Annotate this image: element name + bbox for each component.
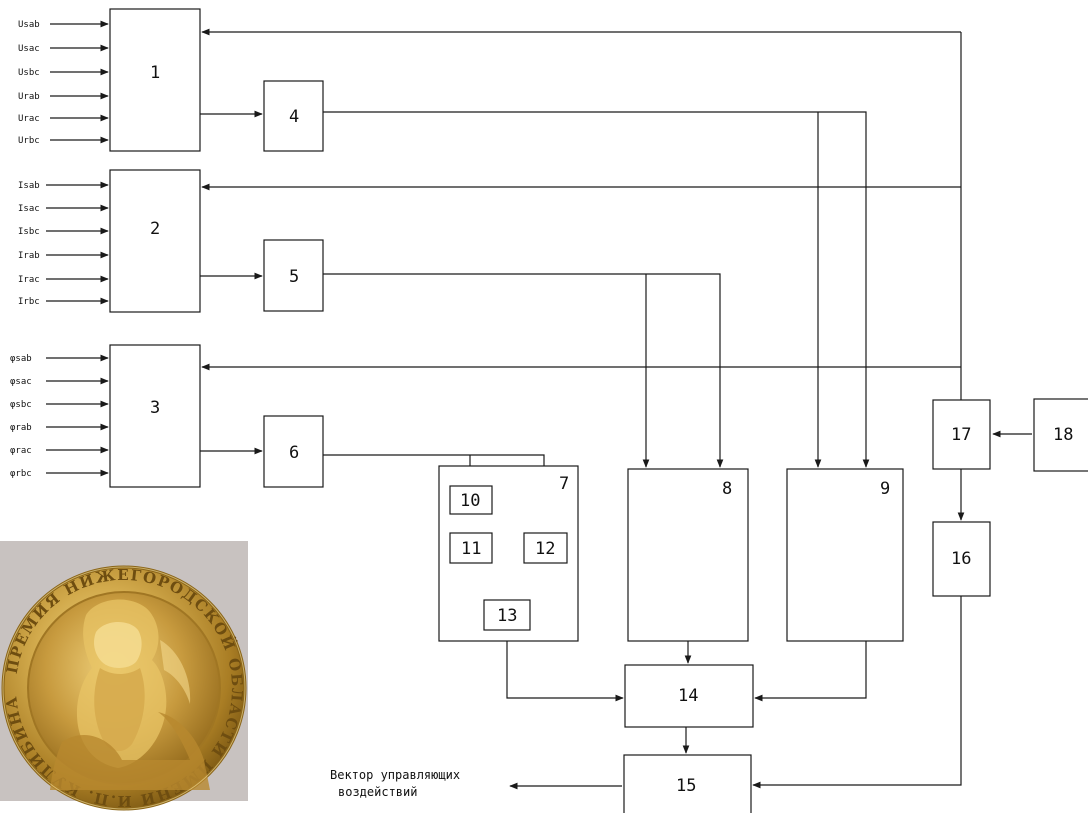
block-18-label: 18	[1053, 425, 1073, 445]
input-label: Isac	[18, 204, 40, 214]
block-4-box	[263, 80, 324, 152]
block-16-label: 16	[951, 549, 971, 569]
input-label: Usab	[18, 20, 40, 30]
output-caption-line2: воздействий	[338, 785, 417, 799]
block-18-box	[1033, 398, 1088, 472]
arrow-4-to-9a	[323, 111, 870, 468]
connections	[200, 28, 1032, 790]
block-1-label: 1	[150, 63, 160, 83]
block-13-box	[483, 599, 531, 631]
block-9-label: 9	[880, 479, 890, 499]
block-15-box	[623, 754, 752, 813]
block-3: 3	[109, 344, 201, 488]
block-16: 16	[932, 521, 991, 597]
block-6: 6	[263, 415, 324, 488]
block-13: 13	[483, 599, 531, 631]
block-10-box	[449, 485, 493, 515]
block-11-box	[449, 532, 493, 564]
block-11-label: 11	[461, 539, 481, 559]
input-label: Irac	[18, 275, 40, 285]
medal-portrait	[50, 599, 210, 790]
block-17: 17	[932, 399, 991, 470]
block2-inputs: Isab Isac Isbc Irab Irac Irbc	[18, 181, 109, 307]
block-15: 15	[623, 754, 752, 813]
block-3-box	[109, 344, 201, 488]
input-label: Isbc	[18, 227, 40, 237]
input-label: Isab	[18, 181, 40, 191]
block1-inputs: Usab Usac Usbc Urab Urac Urbc	[18, 20, 109, 146]
input-label: φsab	[10, 354, 32, 364]
arrow-13-to-14	[506, 630, 624, 702]
input-label: Irbc	[18, 297, 40, 307]
input-label: φrab	[10, 423, 32, 433]
block3-inputs: φsab φsac φsbc φrab φrac φrbc	[10, 354, 109, 479]
block-11: 11	[449, 532, 493, 564]
input-label: Urab	[18, 92, 40, 102]
input-label: φrbc	[10, 469, 32, 479]
output-caption-line1: Вектор управляющих	[330, 768, 460, 782]
input-label: Urbc	[18, 136, 40, 146]
block-15-label: 15	[676, 776, 696, 796]
block-13-label: 13	[497, 606, 517, 626]
block-1-box	[109, 8, 201, 152]
input-label: Usbc	[18, 68, 40, 78]
block-17-box	[932, 399, 991, 470]
input-label: φsbc	[10, 400, 32, 410]
block-14: 14	[624, 664, 754, 728]
block-14-box	[624, 664, 754, 728]
input-label: φsac	[10, 377, 32, 387]
input-label: φrac	[10, 446, 32, 456]
block-8: 8	[627, 468, 749, 642]
input-label: Irab	[18, 251, 40, 261]
block-5: 5	[263, 239, 324, 312]
block-18: 18	[1033, 398, 1088, 472]
block-6-label: 6	[289, 443, 299, 463]
block-4: 4	[263, 80, 324, 152]
block-8-box	[627, 468, 749, 642]
block-5-label: 5	[289, 267, 299, 287]
block-12-box	[523, 532, 568, 564]
block-9-box	[786, 468, 904, 642]
block-16-box	[932, 521, 991, 597]
block-2-box	[109, 169, 201, 313]
block-2: 2	[109, 169, 201, 313]
block-14-label: 14	[678, 686, 698, 706]
block-10: 10	[449, 485, 493, 515]
block-12-label: 12	[535, 539, 555, 559]
block-2-label: 2	[150, 219, 160, 239]
block-5-box	[263, 239, 324, 312]
block-7-label: 7	[559, 474, 569, 494]
block-6-box	[263, 415, 324, 488]
block-4-label: 4	[289, 107, 299, 127]
input-label: Usac	[18, 44, 40, 54]
block-3-label: 3	[150, 398, 160, 418]
output-caption: Вектор управляющих воздействий	[330, 768, 460, 799]
block-1: 1	[109, 8, 201, 152]
arrow-16-to-15	[752, 596, 962, 789]
arrow-9-to-14	[754, 641, 867, 702]
input-label: Urac	[18, 114, 40, 124]
block-10-label: 10	[460, 491, 480, 511]
block-9: 9	[786, 468, 904, 642]
arrow-5-to-8a	[323, 273, 724, 468]
block-12: 12	[523, 532, 568, 564]
medal-photo: ПРЕМИЯ НИЖЕГОРОДСКОЙ ОБЛАСТИ ИМЕНИ И.П. …	[0, 541, 248, 811]
block-8-label: 8	[722, 479, 732, 499]
block-17-label: 17	[951, 425, 971, 445]
